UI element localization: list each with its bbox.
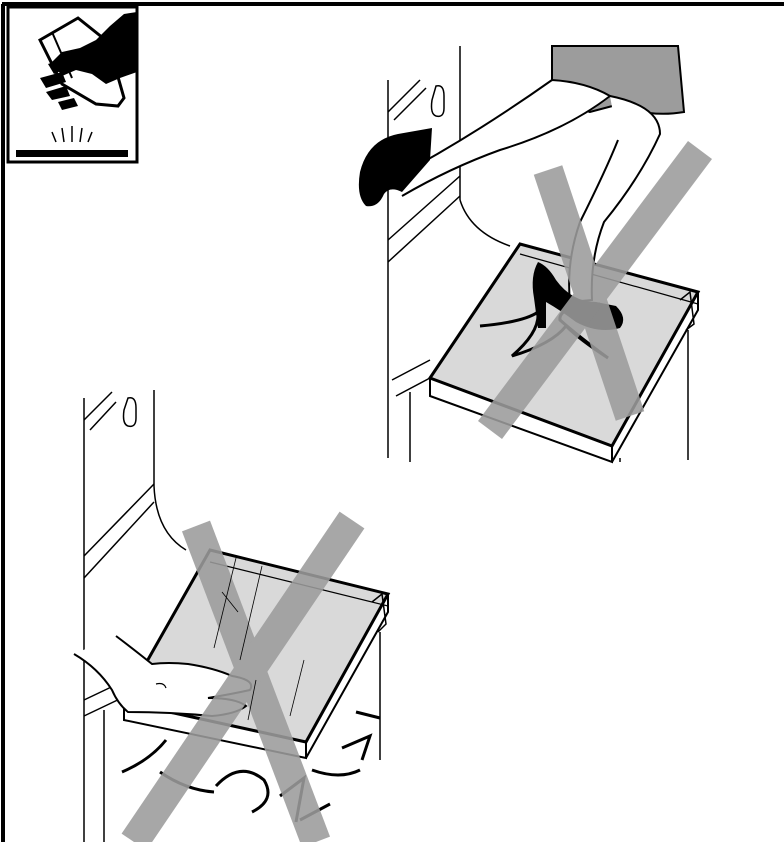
bottom-panel-scene (74, 390, 388, 842)
top-panel-scene (359, 46, 700, 462)
raised-high-heel-shoe (359, 128, 432, 206)
hand-wiping-cloth-icon (8, 7, 137, 162)
